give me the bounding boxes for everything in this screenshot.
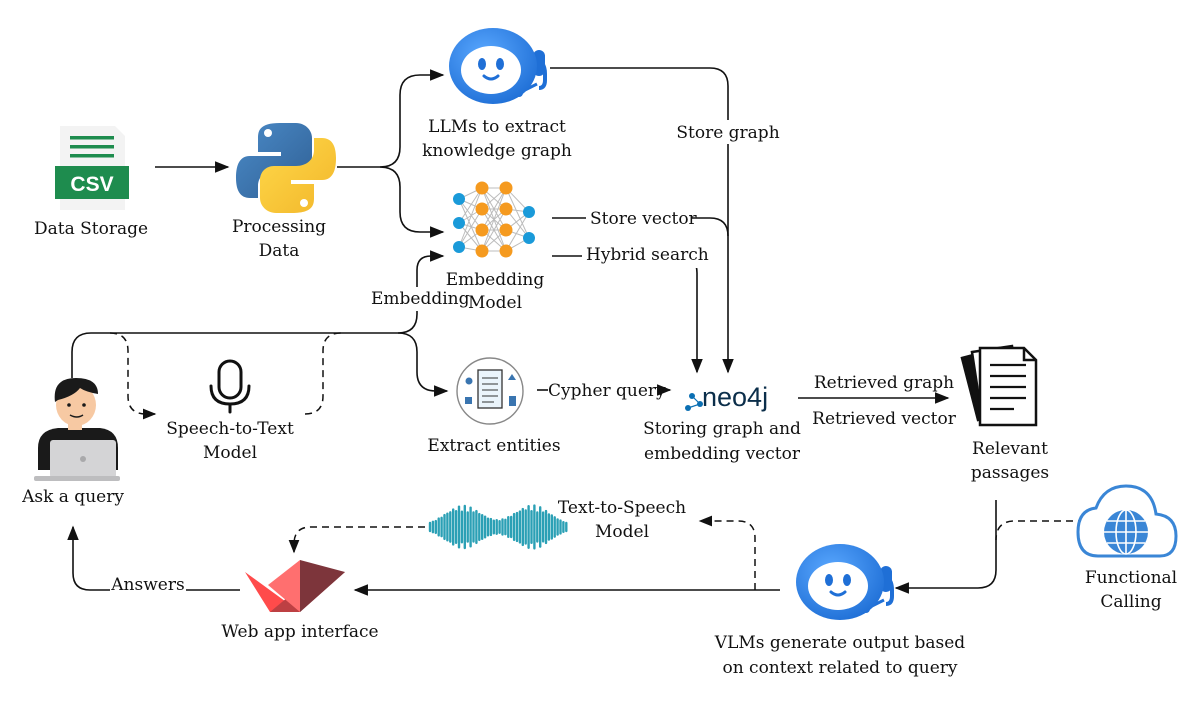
document-entities-icon bbox=[456, 357, 524, 425]
neo4j-label-line1: Storing graph and bbox=[643, 419, 801, 439]
store-vector-label: Store vector bbox=[590, 209, 698, 229]
webapp-label: Web app interface bbox=[221, 622, 378, 642]
embedding-label-line1: Embedding bbox=[446, 270, 545, 290]
answers-label: Answers bbox=[110, 575, 184, 595]
passages-label-line2: passages bbox=[971, 463, 1049, 483]
functional-label-line1: Functional bbox=[1085, 568, 1177, 588]
edge-passages-to-vlm bbox=[894, 500, 997, 594]
sound-wave-icon bbox=[428, 504, 568, 550]
llm-label-line2: knowledge graph bbox=[422, 141, 572, 161]
edge-bus-to-extract bbox=[397, 332, 449, 397]
user-label: Ask a query bbox=[21, 487, 124, 507]
edge-python-to-embedding bbox=[379, 166, 445, 238]
edge-stt-to-bus bbox=[304, 332, 342, 415]
user-at-laptop-icon bbox=[34, 378, 120, 481]
documents-stack-icon bbox=[960, 344, 1038, 427]
edge-tts-to-webapp bbox=[288, 526, 425, 554]
embedding-label-line2: Model bbox=[468, 293, 522, 313]
dashed-connectors bbox=[109, 332, 1085, 590]
edge-hybrid-search bbox=[552, 255, 703, 374]
passages-label-line1: Relevant bbox=[972, 439, 1048, 459]
hybrid-search-label: Hybrid search bbox=[586, 245, 709, 265]
functional-label-line2: Calling bbox=[1100, 592, 1161, 612]
processing-label-line2: Data bbox=[259, 241, 300, 261]
edge-functional-to-passages bbox=[995, 520, 1085, 541]
cloud-globe-icon bbox=[1076, 484, 1178, 558]
python-logo-icon bbox=[236, 123, 336, 213]
edge-store-graph bbox=[550, 67, 734, 374]
neo4j-label-line2: embedding vector bbox=[644, 444, 801, 464]
node-labels: Data Storage Processing Data LLMs to ext… bbox=[21, 117, 1177, 678]
neural-network-icon bbox=[453, 181, 535, 258]
edge-labels: Store graph Store vector Hybrid search E… bbox=[110, 120, 957, 597]
tts-label-line2: Model bbox=[595, 522, 649, 542]
retrieved-vector-label: Retrieved vector bbox=[812, 409, 957, 429]
cypher-query-label: Cypher query bbox=[548, 381, 666, 401]
processing-label-line1: Processing bbox=[232, 217, 326, 237]
edge-vlm-to-tts bbox=[698, 515, 756, 590]
edge-user-to-stt bbox=[109, 332, 157, 420]
edge-store-vector bbox=[552, 217, 729, 237]
vlm-robot-icon bbox=[796, 544, 894, 620]
microphone-icon bbox=[209, 359, 251, 414]
data-storage-label: Data Storage bbox=[34, 219, 148, 239]
vlm-label-line1: VLMs generate output based bbox=[714, 633, 965, 653]
store-graph-label: Store graph bbox=[676, 123, 779, 143]
tts-label-line1: Text-to-Speech bbox=[558, 498, 686, 518]
csv-file-icon: CSV bbox=[55, 126, 129, 210]
robot-assistant-icon bbox=[449, 28, 547, 104]
stt-label-line2: Model bbox=[203, 443, 257, 463]
edge-user-bus bbox=[71, 250, 445, 378]
csv-badge-text: CSV bbox=[70, 173, 113, 196]
edge-python-branch bbox=[337, 69, 445, 168]
embedding-edge-label: Embedding bbox=[371, 289, 470, 309]
neo4j-logo-icon: neo4j bbox=[685, 382, 768, 412]
edge-answers bbox=[67, 525, 240, 591]
neo4j-logo-text: neo4j bbox=[702, 382, 768, 412]
stt-label-line1: Speech-to-Text bbox=[166, 419, 294, 439]
vlm-label-line2: on context related to query bbox=[722, 658, 957, 678]
retrieved-graph-label: Retrieved graph bbox=[814, 373, 954, 393]
llm-label-line1: LLMs to extract bbox=[428, 117, 566, 137]
streamlit-logo-icon bbox=[245, 560, 345, 612]
extract-label: Extract entities bbox=[427, 436, 560, 456]
